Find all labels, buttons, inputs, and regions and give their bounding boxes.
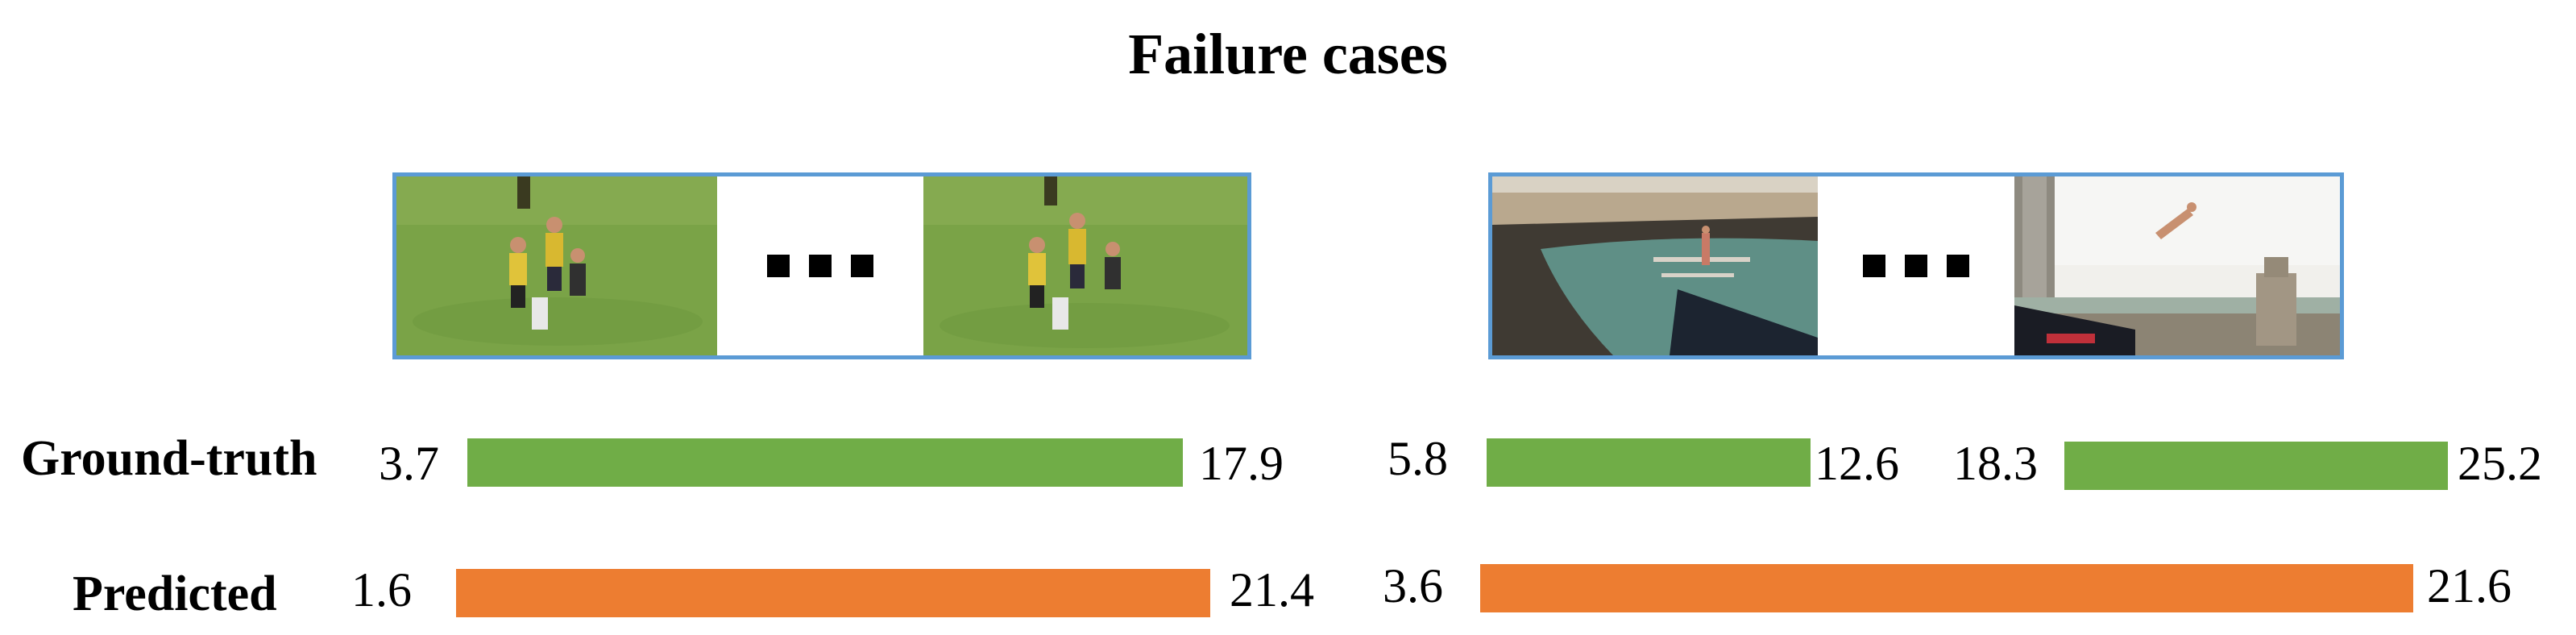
frisbee-frame-first (396, 176, 717, 355)
ellipsis-icon (1818, 176, 2014, 355)
ground-truth-segment (467, 438, 1183, 487)
predicted-segment (456, 569, 1210, 617)
video-frames-case-1 (392, 172, 1251, 359)
pred-start-label: 3.6 (1383, 559, 1443, 612)
harbor-frame-last (2014, 176, 2340, 355)
harbor-frame-first (1492, 176, 1818, 355)
pred-start-label: 1.6 (351, 563, 412, 616)
row-label-ground-truth: Ground-truth (21, 431, 317, 486)
predicted-segment (1480, 564, 2413, 612)
pred-end-label: 21.6 (2427, 559, 2512, 612)
row-label-predicted: Predicted (73, 567, 277, 621)
figure-title: Failure cases (1128, 22, 1448, 86)
gt-end-label: 25.2 (2458, 437, 2542, 490)
ground-truth-segment (1487, 438, 1811, 487)
gt-start-label: 5.8 (1388, 432, 1448, 485)
ellipsis-icon (717, 176, 923, 355)
gt-start-label: 3.7 (379, 437, 439, 490)
frisbee-frame-last (923, 176, 1247, 355)
gt-end-label: 17.9 (1199, 437, 1284, 490)
pred-end-label: 21.4 (1230, 563, 1314, 616)
gt-end-label: 12.6 (1815, 437, 1899, 490)
video-frames-case-2 (1488, 172, 2344, 359)
ground-truth-segment (2064, 442, 2448, 490)
gt-start-label: 18.3 (1953, 437, 2038, 490)
